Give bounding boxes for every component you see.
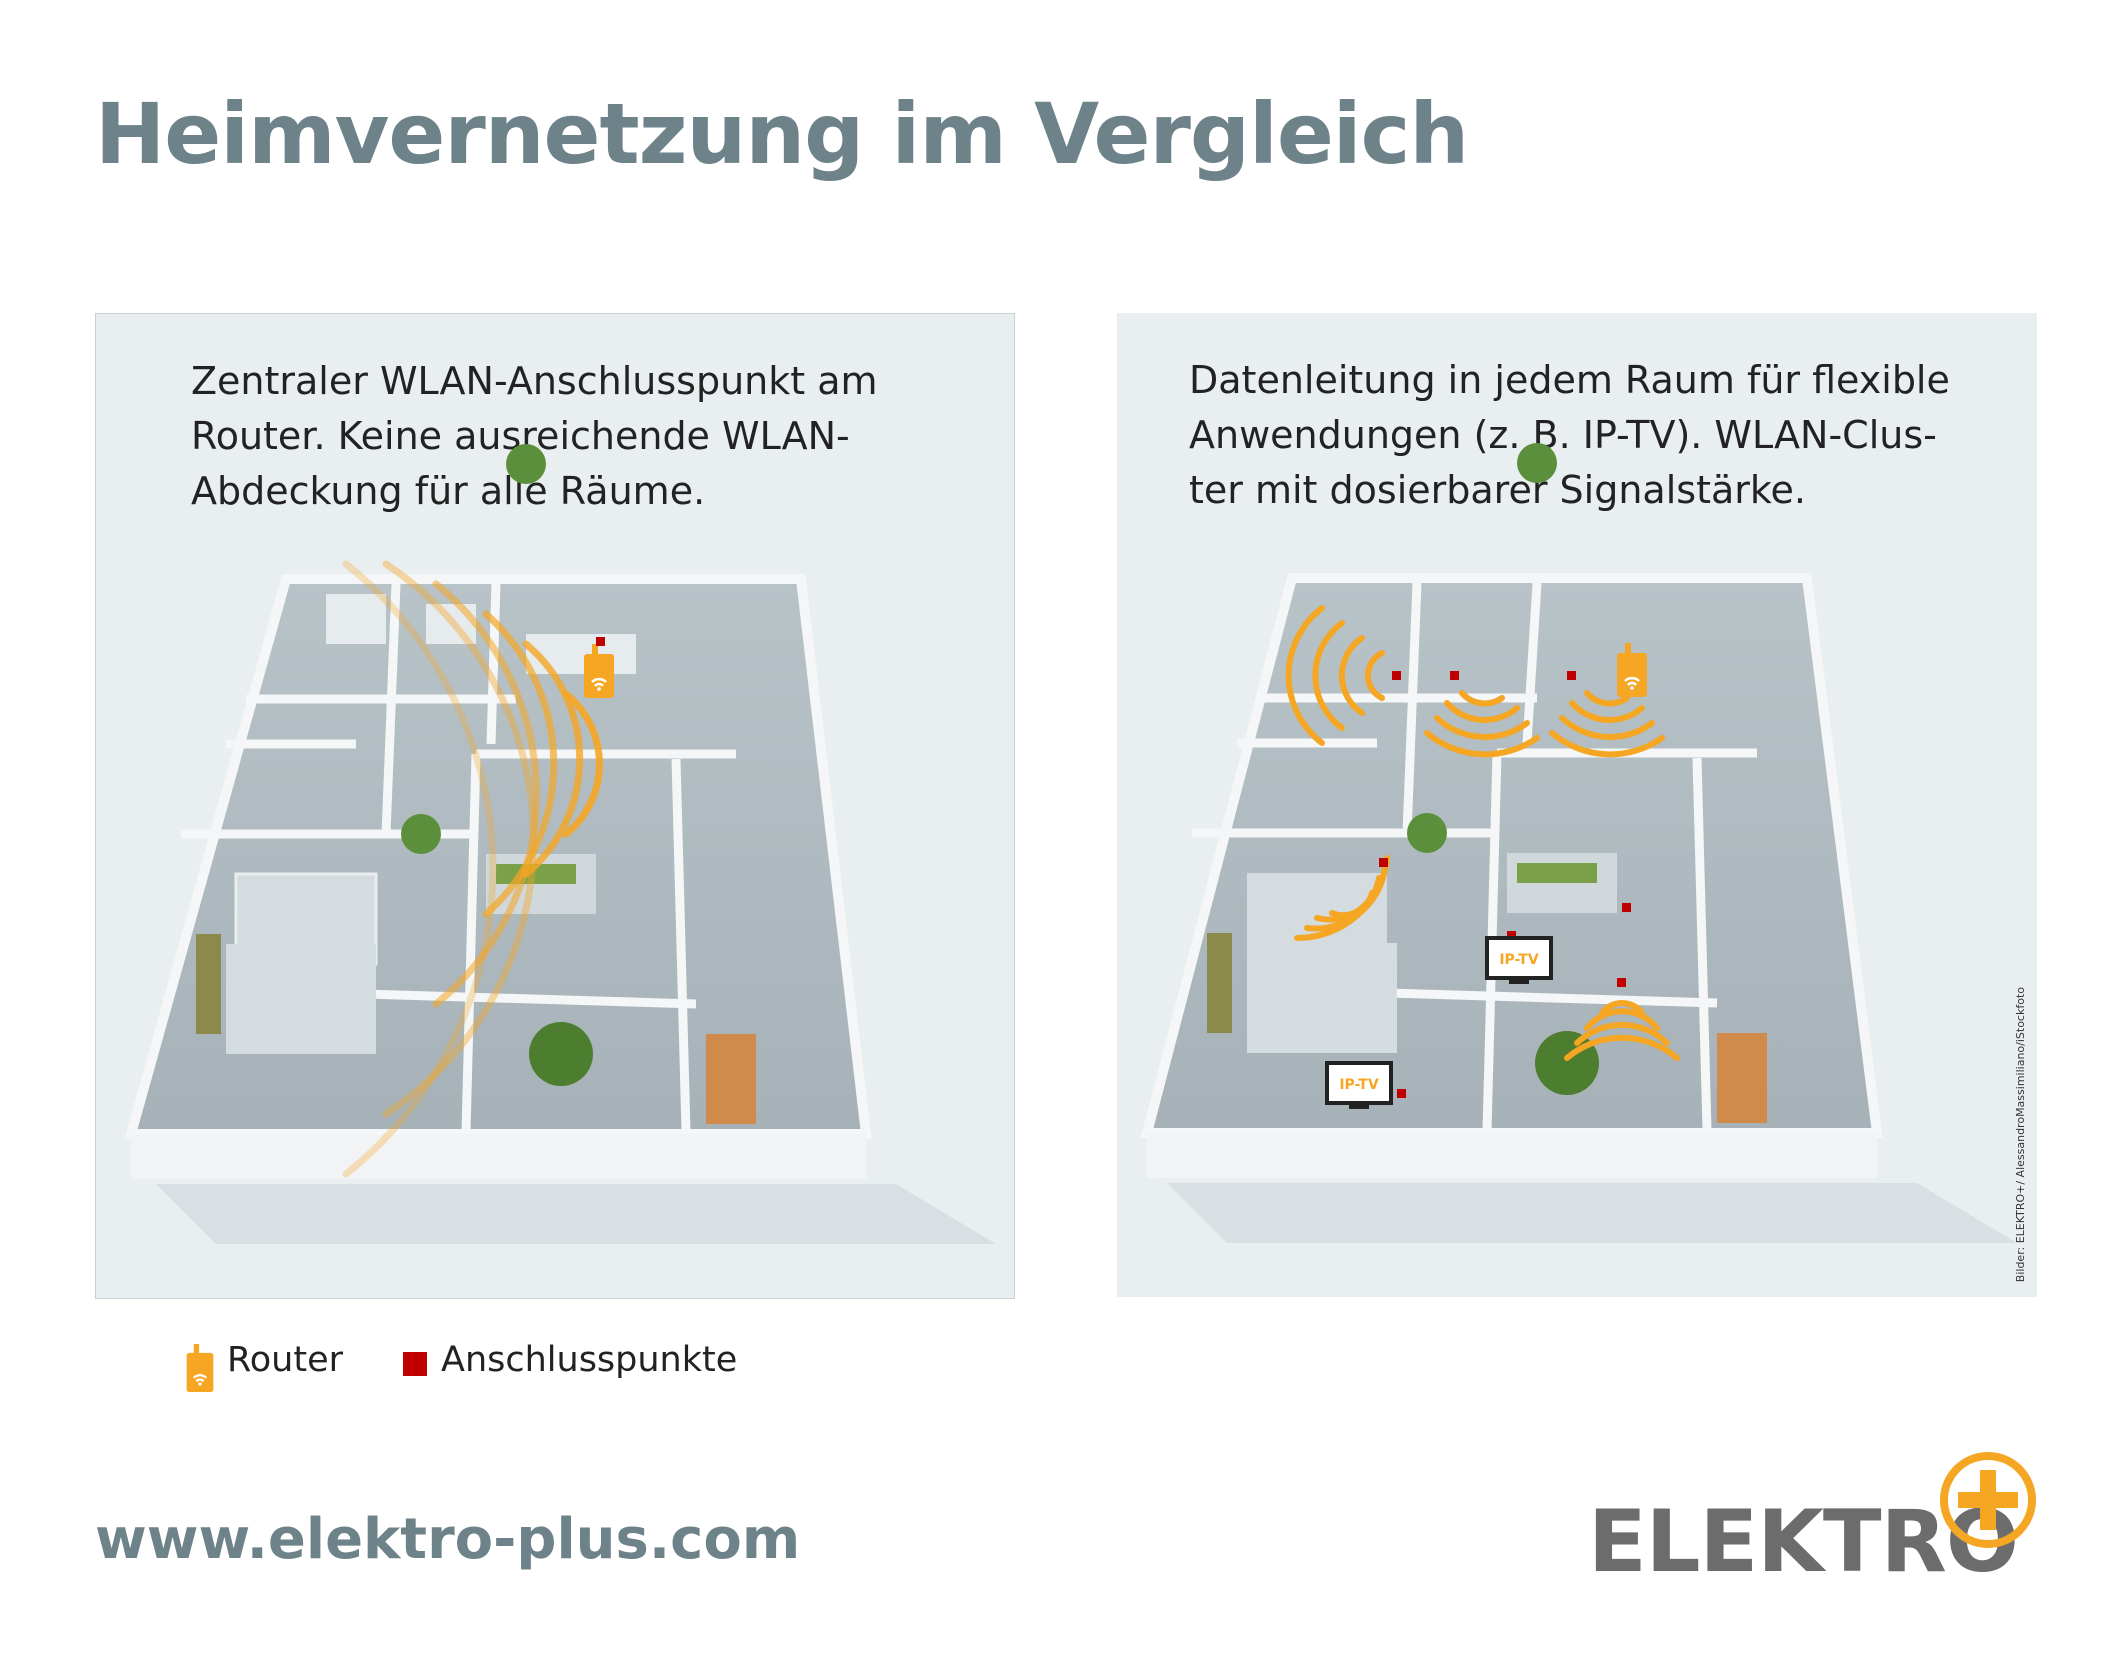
panel-wlan-cluster: Datenleitung in jedem Raum für flexible …	[1117, 313, 2037, 1297]
wifi-wave-icon	[1285, 605, 1680, 1061]
router-icon	[1617, 643, 1647, 697]
panel-caption-right: Datenleitung in jedem Raum für flexible …	[1189, 358, 1950, 512]
outlet-square-icon	[1379, 671, 1631, 1098]
tv-icon: IP-TV	[1485, 936, 1553, 984]
website-url[interactable]: www.elektro-plus.com	[95, 1507, 801, 1572]
legend-router-label: Router	[227, 1340, 343, 1380]
floor-plan-left	[124, 444, 996, 1244]
outlet-square-icon	[403, 1352, 427, 1376]
outlet-square-icon	[596, 637, 605, 646]
tv-label: IP-TV	[1339, 1077, 1379, 1093]
wifi-wave-icon	[342, 560, 603, 1178]
floor-plan-right: IP-TV IP-TV	[1140, 443, 2017, 1243]
router-icon	[584, 644, 614, 698]
router-icon	[186, 1344, 214, 1392]
panel-central-router: Zentraler WLAN-Anschlusspunkt am Router.…	[95, 313, 1015, 1299]
page-title: Heimvernetzung im Vergleich	[95, 85, 1469, 183]
panel-caption-left: Zentraler WLAN-Anschlusspunkt am Router.…	[191, 359, 878, 513]
legend-outlets-label: Anschlusspunkte	[441, 1340, 738, 1380]
plus-icon	[1940, 1452, 2036, 1548]
tv-label: IP-TV	[1499, 952, 1539, 968]
tv-icon: IP-TV	[1325, 1061, 1393, 1109]
elektro-plus-logo: ELEKTRO	[1588, 1452, 2048, 1592]
image-credit: Bilder: ELEKTRO+/ AlessandroMassimiliano…	[2014, 986, 2027, 1282]
